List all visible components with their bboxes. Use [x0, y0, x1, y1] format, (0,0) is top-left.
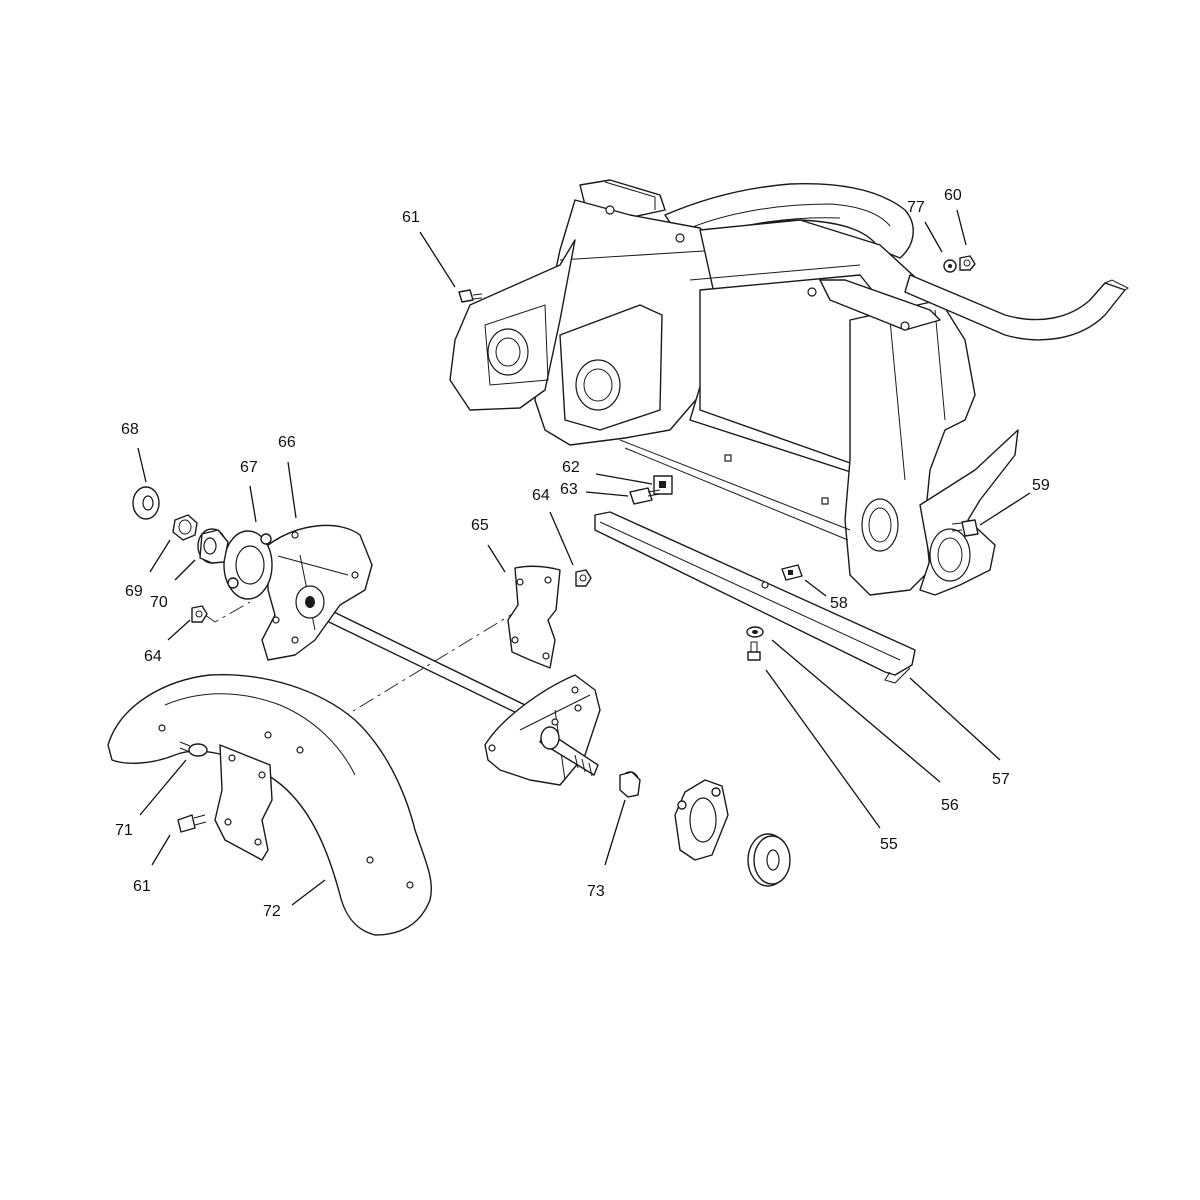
washer-nut-60-77 [943, 255, 976, 273]
callout-60: 60 [944, 187, 962, 204]
callout-64-right: 64 [532, 487, 550, 504]
bolt-59 [951, 519, 979, 537]
callout-56: 56 [941, 797, 959, 814]
callout-67: 67 [240, 459, 258, 476]
bolt-washer-55-56 [746, 626, 764, 661]
callout-62: 62 [562, 459, 580, 476]
callout-55: 55 [880, 836, 898, 853]
callout-64-left: 64 [144, 648, 162, 665]
callout-labels: 61 77 60 62 63 59 58 57 56 55 68 67 66 6… [115, 187, 1050, 920]
callout-68: 68 [121, 421, 139, 438]
callout-66: 66 [278, 434, 296, 451]
callout-61-top: 61 [402, 209, 420, 226]
leader-lines [137, 209, 1031, 906]
blade-bracket [177, 741, 273, 861]
callout-73: 73 [587, 883, 605, 900]
callout-71: 71 [115, 822, 133, 839]
callout-61-bottom: 61 [133, 878, 151, 895]
scraper-bar [594, 511, 916, 684]
bolt-61-top [458, 289, 483, 303]
callout-63: 63 [560, 481, 578, 498]
callout-58: 58 [830, 595, 848, 612]
callout-69: 69 [125, 583, 143, 600]
callout-59: 59 [1032, 477, 1050, 494]
auger-housing [449, 179, 1129, 596]
callout-57: 57 [992, 771, 1010, 788]
callout-70: 70 [150, 594, 168, 611]
blade-65 [507, 565, 592, 669]
auger-assembly [132, 486, 791, 887]
callout-65: 65 [471, 517, 489, 534]
callout-72: 72 [263, 903, 281, 920]
callout-77: 77 [907, 199, 925, 216]
